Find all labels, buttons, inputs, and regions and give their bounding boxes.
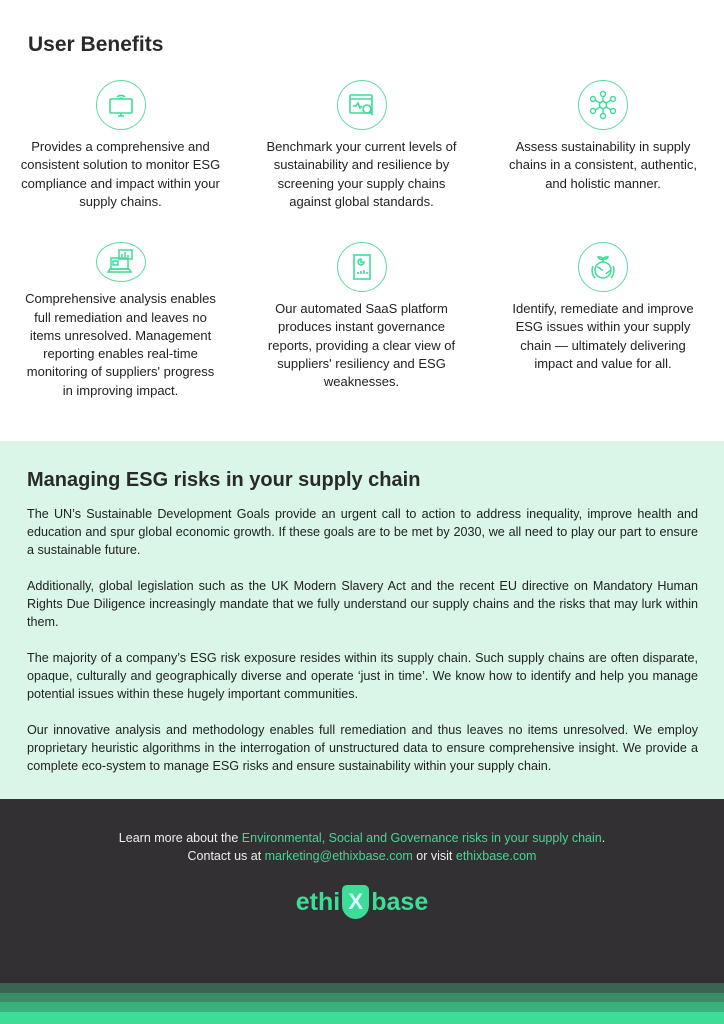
footer-text: Learn more about the xyxy=(118,831,242,845)
footer: Learn more about the Environmental, Soci… xyxy=(0,799,724,983)
logo-mark: X xyxy=(348,889,364,914)
logo-text: base xyxy=(371,888,429,916)
laptop-chart-icon xyxy=(95,242,146,283)
monitor-icon xyxy=(95,80,146,130)
section-title: User Benefits xyxy=(28,33,164,56)
benefit-text: Provides a comprehensive and consistent … xyxy=(20,139,221,209)
paragraph: The majority of a company’s ESG risk exp… xyxy=(27,651,698,701)
benefit-item: Provides a comprehensive and consistent … xyxy=(0,80,241,238)
benefit-text: Identify, remediate and improve ESG issu… xyxy=(512,301,694,371)
benefit-text: Our automated SaaS platform produces ins… xyxy=(267,301,456,390)
managing-esg-section: Managing ESG risks in your supply chain … xyxy=(0,441,724,799)
browser-search-icon xyxy=(336,80,387,130)
paragraph: Our innovative analysis and methodology … xyxy=(27,723,698,773)
email-link[interactable]: marketing@ethixbase.com xyxy=(264,849,413,863)
benefit-text: Comprehensive analysis enables full reme… xyxy=(25,291,216,398)
footer-text: . xyxy=(601,831,606,845)
section-heading: Managing ESG risks in your supply chain xyxy=(27,469,421,491)
benefit-item: Our automated SaaS platform produces ins… xyxy=(241,242,482,400)
shield-icon: X xyxy=(342,885,370,919)
benefit-text: Assess sustainability in supply chains i… xyxy=(509,139,697,191)
esg-risks-link[interactable]: Environmental, Social and Governance ris… xyxy=(241,831,602,845)
benefit-item: Assess sustainability in supply chains i… xyxy=(482,80,724,238)
user-benefits-section: User Benefits Provides a comprehensive a… xyxy=(0,0,724,441)
website-link[interactable]: ethixbase.com xyxy=(455,849,537,863)
report-icon xyxy=(336,242,387,292)
paragraph: The UN’s Sustainable Development Goals p… xyxy=(27,507,698,557)
footer-text: or visit xyxy=(412,849,456,863)
paragraph: Additionally, global legislation such as… xyxy=(27,579,698,629)
benefit-item: Identify, remediate and improve ESG issu… xyxy=(482,242,724,400)
decorative-stripes xyxy=(0,983,724,1024)
benefit-text: Benchmark your current levels of sustain… xyxy=(266,139,457,209)
network-icon xyxy=(578,80,628,130)
globe-plant-icon xyxy=(578,242,628,292)
footer-text: Contact us at xyxy=(187,849,265,863)
benefit-item: Comprehensive analysis enables full reme… xyxy=(0,242,241,400)
benefit-item: Benchmark your current levels of sustain… xyxy=(241,80,482,238)
logo-text: ethi xyxy=(295,888,341,916)
